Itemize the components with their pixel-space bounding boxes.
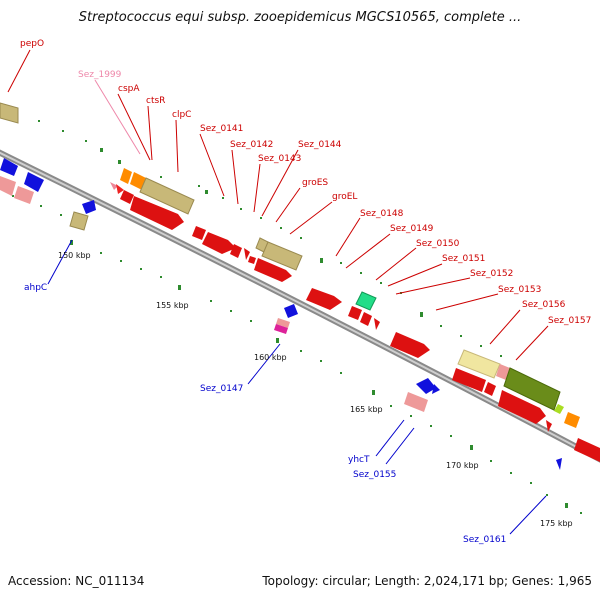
- gene-label: Sez_0157: [548, 316, 591, 326]
- gene-label: Sez_0151: [442, 254, 485, 264]
- gene-label: Sez_1999: [78, 70, 122, 80]
- forward-genes[interactable]: [0, 102, 600, 462]
- reverse-dot-track: [12, 195, 582, 514]
- gene-label: Sez_0144: [298, 140, 342, 150]
- gene-cspA-arrow: [110, 182, 118, 190]
- gene-Sez_0147: [274, 324, 288, 334]
- scale-label: 155 kbp: [156, 301, 189, 310]
- gene-Sez_0147-blue: [284, 304, 298, 318]
- gene-ctsR: [130, 172, 146, 190]
- gene-yhcT-small: [432, 384, 440, 394]
- accession-text: Accession: NC_011134: [8, 574, 145, 588]
- gene-Sez_0147-pink: [276, 318, 290, 328]
- gene-label: Sez_0147: [200, 384, 243, 394]
- gene-label: Sez_0143: [258, 154, 301, 164]
- gene-label: groEL: [332, 192, 357, 202]
- gene-label: Sez_0156: [522, 300, 566, 310]
- scale-label: 150 kbp: [58, 251, 91, 260]
- gene-label: Sez_0141: [200, 124, 243, 134]
- map-title: Streptococcus equi subsp. zooepidemicus …: [78, 10, 522, 25]
- gene-Sez_0151: [360, 312, 372, 326]
- gene-label: groES: [302, 178, 328, 188]
- gene-label: pepO: [20, 39, 44, 49]
- gene-Sez_0156b: [496, 364, 510, 380]
- gene-Sez_0155: [404, 392, 428, 412]
- gene-red-8: [546, 420, 552, 432]
- gene-Sez_0143: [230, 244, 242, 258]
- gene-lime: [554, 404, 564, 414]
- gene-label: Sez_0148: [360, 209, 404, 219]
- scale-label: 165 kbp: [350, 405, 383, 414]
- gene-red-4: [254, 258, 292, 282]
- gene-Sez_0149: [355, 291, 377, 311]
- gene-Sez_0153: [390, 332, 430, 358]
- gene-pink-left-2: [14, 186, 34, 204]
- gene-Sez_0157: [503, 367, 561, 411]
- leader-lines: [7, 49, 549, 535]
- gene-ahpC-blue: [82, 200, 96, 214]
- gene-red-6: [484, 382, 496, 396]
- gene-label: ctsR: [146, 96, 165, 106]
- gene-blue-left-1: [0, 158, 18, 176]
- gene-label: Sez_0149: [390, 224, 434, 234]
- gene-label: ahpC: [24, 283, 47, 293]
- gene-label: yhcT: [348, 455, 370, 465]
- gene-label: clpC: [172, 110, 191, 120]
- scale-label: 160 kbp: [254, 353, 287, 362]
- gene-yhcT: [416, 378, 436, 394]
- gene-label: Sez_0150: [416, 239, 460, 249]
- gene-Sez_0161: [556, 458, 562, 470]
- gene-label: Sez_0161: [463, 535, 506, 545]
- gene-red-1: [120, 190, 134, 204]
- gene-label: Sez_0155: [353, 470, 396, 480]
- gene-red-7: [498, 390, 546, 424]
- scale-labels: 150 kbp 155 kbp 160 kbp 165 kbp 170 kbp …: [58, 251, 573, 528]
- gene-Sez_0148: [306, 288, 342, 310]
- gene-Sez_0152: [374, 318, 380, 330]
- gene-red-2: [130, 196, 184, 230]
- gene-clpC: [139, 177, 195, 215]
- gene-Sez_0141: [192, 226, 206, 240]
- gene-ahpC: [69, 211, 89, 231]
- gene-pink-left-1: [0, 176, 16, 196]
- gene-Sez_0156: [457, 349, 501, 379]
- gene-Sez_0150: [348, 306, 362, 320]
- topology-stats-text: Topology: circular; Length: 2,024,171 bp…: [262, 574, 592, 588]
- gene-red-5: [452, 368, 486, 392]
- gene-label: Sez_0152: [470, 269, 513, 279]
- gene-pepO: [0, 102, 19, 124]
- gene-red-9: [574, 438, 600, 462]
- scale-label: 175 kbp: [540, 519, 573, 528]
- gene-labels[interactable]: pepO Sez_1999 cspA ctsR clpC Sez_0141 Se…: [20, 39, 591, 545]
- gene-small-arrow: [116, 184, 124, 194]
- gene-label: cspA: [118, 84, 140, 94]
- backbone: [0, 149, 600, 463]
- gene-label: Sez_0153: [498, 285, 541, 295]
- gene-orange-end: [564, 412, 580, 428]
- gene-cspA: [120, 168, 132, 184]
- reverse-genes[interactable]: [0, 158, 562, 470]
- gene-Sez_0142: [202, 232, 236, 254]
- gene-Sez_0144: [244, 248, 250, 260]
- scale-label: 170 kbp: [446, 461, 479, 470]
- gene-label: Sez_0142: [230, 140, 273, 150]
- gene-blue-left-2: [24, 172, 44, 192]
- gene-red-3: [248, 256, 256, 264]
- gene-groEL: [261, 241, 303, 271]
